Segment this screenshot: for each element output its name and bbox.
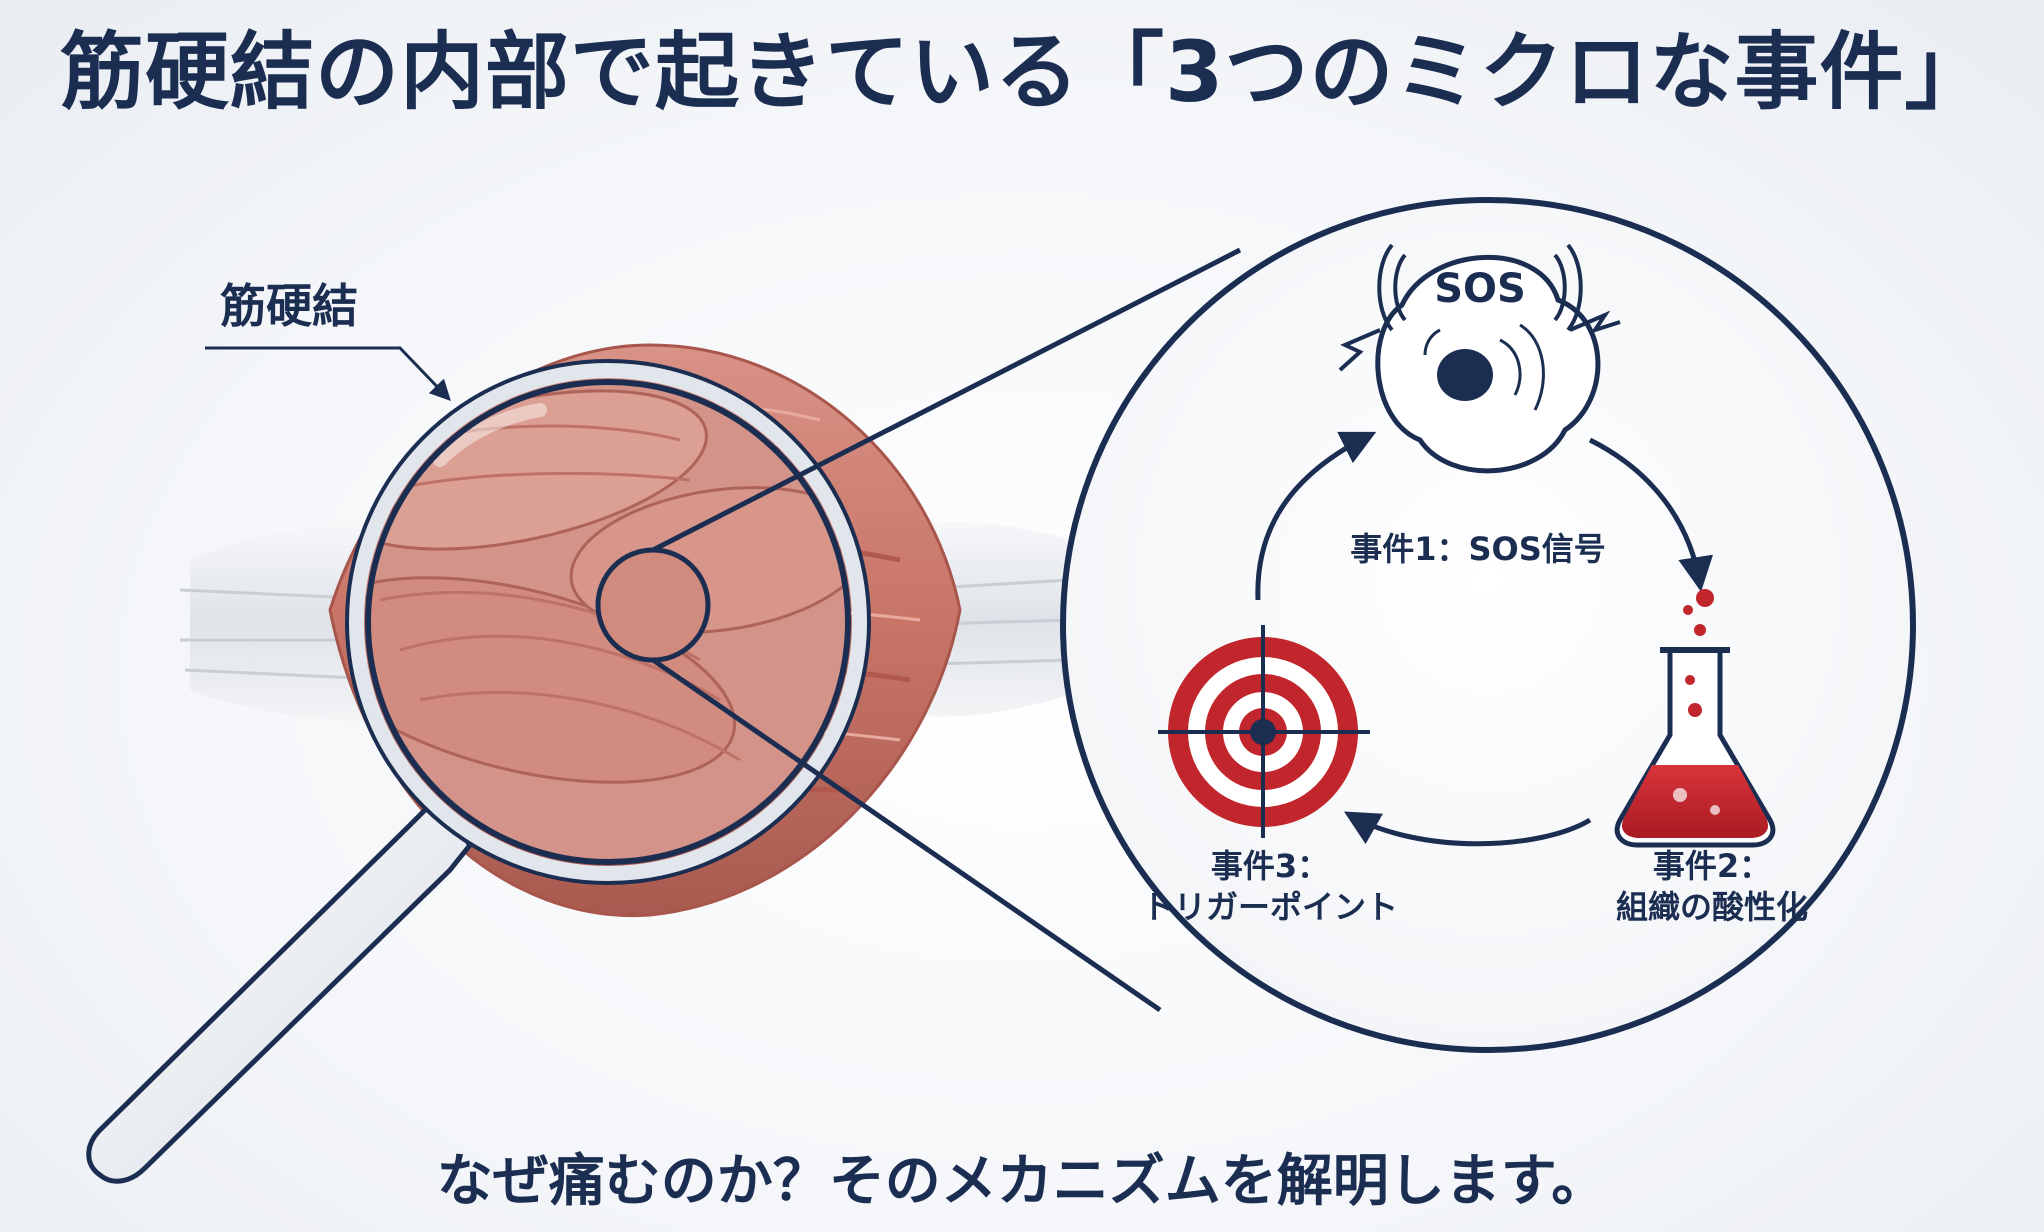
cell-sos-icon: SOS [1338, 243, 1621, 474]
label-pointer-arrow [205, 346, 451, 402]
target-icon [1158, 625, 1370, 838]
event-2-label-line2: 組織の酸性化 [1616, 888, 1808, 926]
zoom-lines [651, 247, 1242, 1013]
cycle-arrow-3-to-1 [1255, 431, 1377, 601]
event-1-label: 事件1：SOS信号 [1350, 530, 1606, 568]
sos-text: SOS [1434, 266, 1526, 312]
focus-point [595, 547, 711, 663]
page-title: 筋硬結の内部で起きている「3つのミクロな事件」 [60, 23, 1990, 121]
event-2-label-line1: 事件2： [1653, 847, 1771, 885]
event-3-label-line2: トリガーポイント [1142, 888, 1398, 926]
acid-flask-icon [1614, 589, 1776, 848]
event-3-label-line1: 事件3： [1211, 847, 1329, 885]
cycle-arrow-2-to-3 [1343, 811, 1592, 847]
lens-magnified-view [368, 382, 848, 862]
muscle-knot-label: 筋硬結 [220, 279, 358, 333]
magnifying-glass-icon [86, 359, 871, 1184]
subtitle: なぜ痛むのか？そのメカニズムを解明します。 [436, 1148, 1608, 1214]
cycle-arrow-1-to-2 [1588, 437, 1714, 592]
